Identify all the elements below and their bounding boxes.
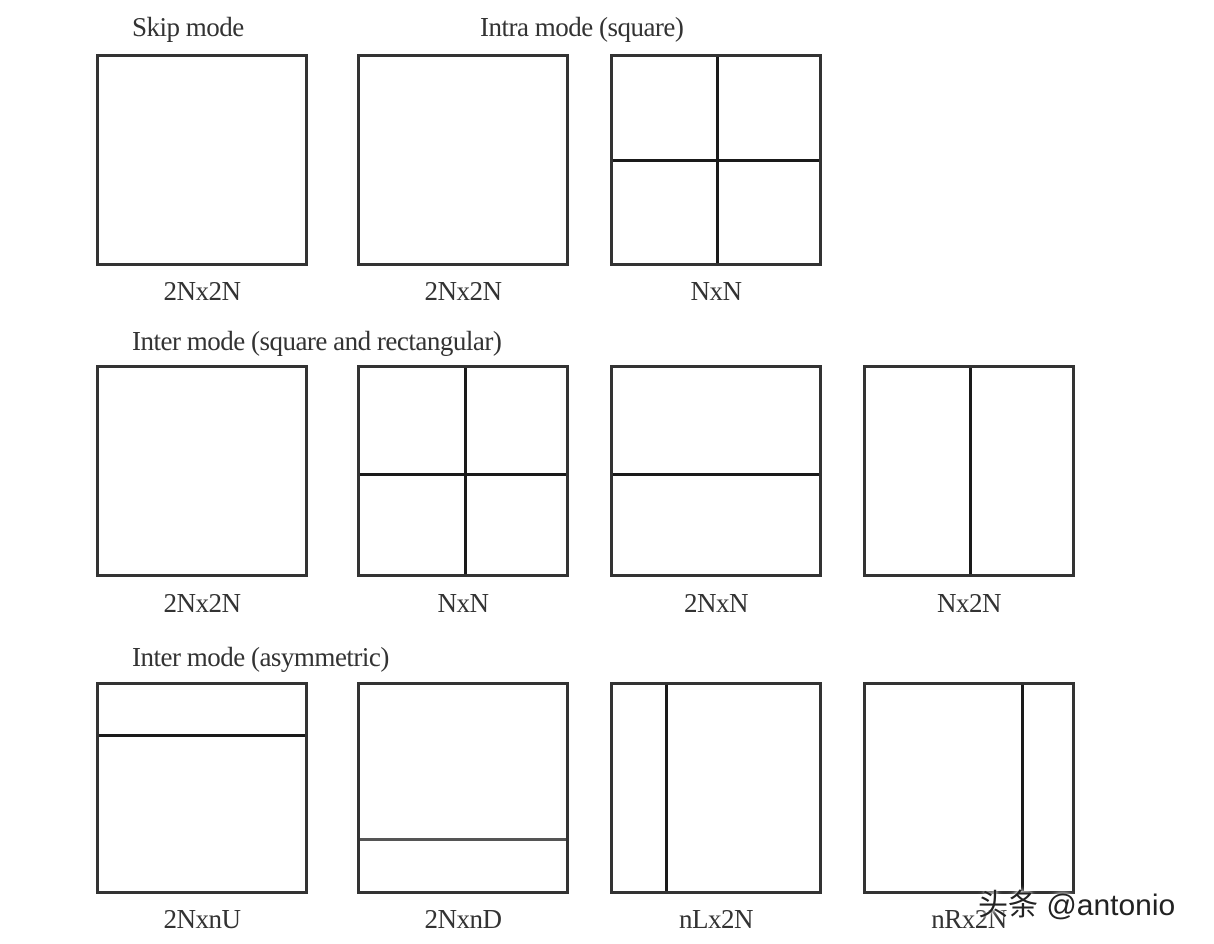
partition-label-asym-nlx2n: nLx2N — [679, 904, 754, 934]
partition-label-asym-2nxnu: 2NxnU — [163, 904, 242, 934]
partition-block-asym-2nxnu — [96, 682, 308, 894]
partition-label-intra-nxn: NxN — [690, 276, 743, 306]
partition-block-asym-2nxnd — [357, 682, 569, 894]
horizontal-split-line — [613, 473, 819, 476]
partition-label-asym-2nxnd: 2NxnD — [424, 904, 503, 934]
inter-mode-asym-title: Inter mode (asymmetric) — [132, 642, 389, 672]
partition-label-asym-nrx2n: nRx2N — [931, 904, 1007, 934]
partition-block-intra-2nx2n — [357, 54, 569, 266]
watermark-text: 头条 @antonio — [978, 889, 1176, 922]
horizontal-split-line — [99, 734, 305, 737]
skip-mode-title: Skip mode — [132, 12, 244, 42]
horizontal-split-line — [613, 159, 819, 162]
partition-label-inter-nxn: NxN — [437, 588, 490, 618]
partition-block-inter-nxn — [357, 365, 569, 577]
partition-block-inter-2nxn — [610, 365, 822, 577]
partition-label-inter-nx2n: Nx2N — [937, 588, 1002, 618]
partition-block-skip-2nx2n — [96, 54, 308, 266]
partition-block-inter-2nx2n — [96, 365, 308, 577]
partition-block-asym-nlx2n — [610, 682, 822, 894]
intra-mode-title: Intra mode (square) — [480, 12, 684, 42]
partition-label-inter-2nxn: 2NxN — [684, 588, 749, 618]
partition-block-intra-nxn — [610, 54, 822, 266]
horizontal-split-line — [360, 838, 566, 841]
vertical-split-line — [969, 368, 972, 574]
horizontal-split-line — [360, 473, 566, 476]
partition-block-asym-nrx2n — [863, 682, 1075, 894]
vertical-split-line — [665, 685, 668, 891]
partition-label-intra-2nx2n: 2Nx2N — [424, 276, 503, 306]
partition-block-inter-nx2n — [863, 365, 1075, 577]
partition-label-inter-2nx2n: 2Nx2N — [163, 588, 242, 618]
vertical-split-line — [464, 368, 467, 574]
inter-mode-rect-title: Inter mode (square and rectangular) — [132, 326, 502, 356]
vertical-split-line — [1021, 685, 1024, 891]
partition-label-skip-2nx2n: 2Nx2N — [163, 276, 242, 306]
